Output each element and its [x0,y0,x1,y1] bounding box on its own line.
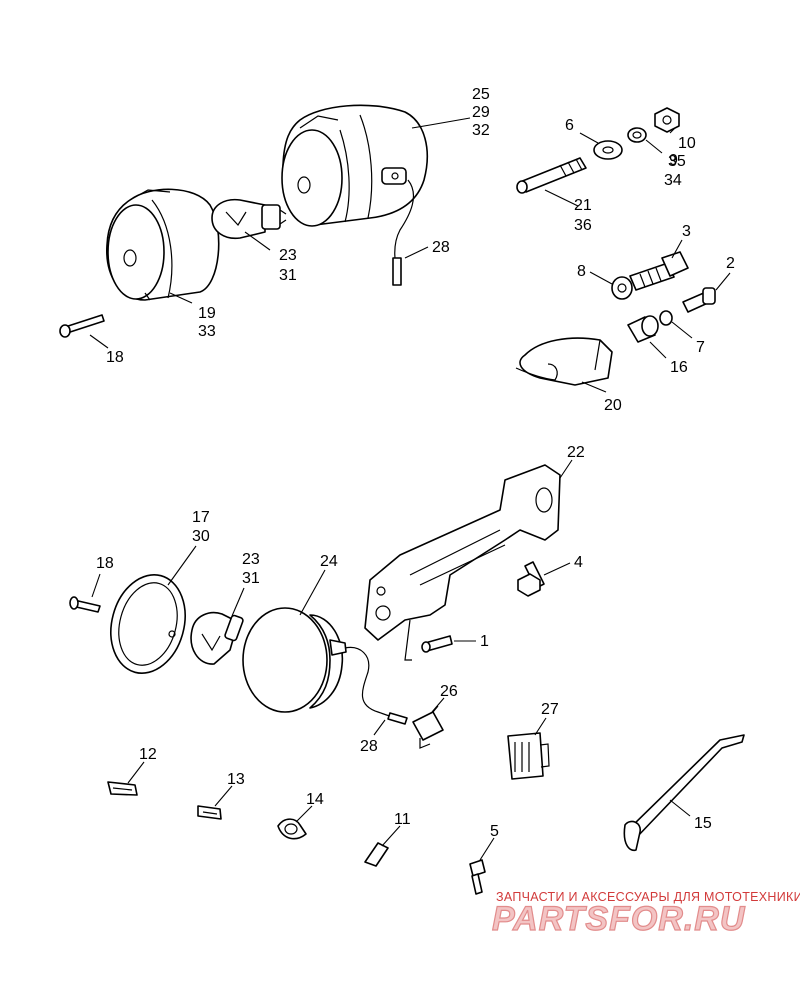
callout-26: 26 [440,683,458,700]
hex-bolt [629,251,689,291]
callout-31-upper: 31 [279,267,297,284]
wire-lead-lower [344,646,396,719]
callout-2: 2 [726,255,735,272]
connector-26 [412,705,444,749]
connector-27 [507,732,550,780]
bulb-lower [190,611,244,665]
callout-12: 12 [139,746,157,763]
callout-13: 13 [227,771,245,788]
washer-flat [593,140,623,160]
lens-ring [110,574,186,674]
clip-12 [107,781,138,796]
lens-holder-upper [106,188,220,301]
callout-23-upper: 23 [279,247,297,264]
watermark-tagline: ЗАПЧАСТИ И АКСЕССУАРЫ ДЛЯ МОТОТЕХНИКИ [496,890,800,904]
clamp-20 [515,337,613,386]
screw-1 [421,635,453,653]
clip-13 [197,805,222,820]
callout-9: 9 [669,152,678,169]
callout-23-lower: 23 [242,551,260,568]
wire-terminal-upper [392,257,402,286]
spacer-16 [627,315,659,343]
callout-25: 25 [472,86,490,103]
mounting-bracket [364,464,561,661]
bulb-upper [211,198,287,240]
washer-8 [611,276,633,300]
screw-5 [469,859,486,895]
cable-tie [623,734,745,852]
callout-20: 20 [604,397,622,414]
callout-19: 19 [198,305,216,322]
callout-6: 6 [565,117,574,134]
hex-nut [654,107,680,133]
callout-29: 29 [472,104,490,121]
callout-34: 34 [664,172,682,189]
watermark-logo: PARTSFOR.RU [492,900,746,938]
callout-8: 8 [577,263,586,280]
callout-27: 27 [541,701,559,718]
callout-24: 24 [320,553,338,570]
callout-32: 32 [472,122,490,139]
bracket-bolt [517,561,545,597]
callout-4: 4 [574,554,583,571]
callout-7: 7 [696,339,705,356]
stud-bolt [516,157,587,194]
leader-lines [89,117,731,861]
callout-33: 33 [198,323,216,340]
watermark: ЗАПЧАСТИ И АКСЕССУАРЫ ДЛЯ МОТОТЕХНИКИ PA… [491,890,800,939]
turn-signal-housing [281,104,429,227]
clip-11 [364,842,389,867]
clip-14 [277,818,307,840]
callout-21: 21 [574,197,592,214]
callout-3: 3 [682,223,691,240]
screw-upper [59,314,105,338]
callout-18-upper: 18 [106,349,124,366]
callout-1: 1 [480,633,489,650]
callout-labels: 25 29 32 6 9 34 10 35 21 36 28 23 31 19 … [96,86,735,840]
washer-7 [659,310,673,326]
callout-5: 5 [490,823,499,840]
turn-signal-housing-lower [242,607,347,713]
callout-18-lower: 18 [96,555,114,572]
lock-washer [627,127,647,143]
screw-lower [69,596,101,613]
callout-17: 17 [192,509,210,526]
callout-11: 11 [394,811,411,828]
callout-28-lower: 28 [360,738,378,755]
callout-31-lower: 31 [242,570,260,587]
callout-28-upper: 28 [432,239,450,256]
callout-22: 22 [567,444,585,461]
callout-14: 14 [306,791,324,808]
screw-2 [682,287,716,313]
callout-15: 15 [694,815,712,832]
callout-30: 30 [192,528,210,545]
callout-35: 35 [668,153,686,170]
callout-10: 10 [678,135,696,152]
wire-terminal-lower [387,712,408,725]
callout-16: 16 [670,359,688,376]
callout-36: 36 [574,217,592,234]
